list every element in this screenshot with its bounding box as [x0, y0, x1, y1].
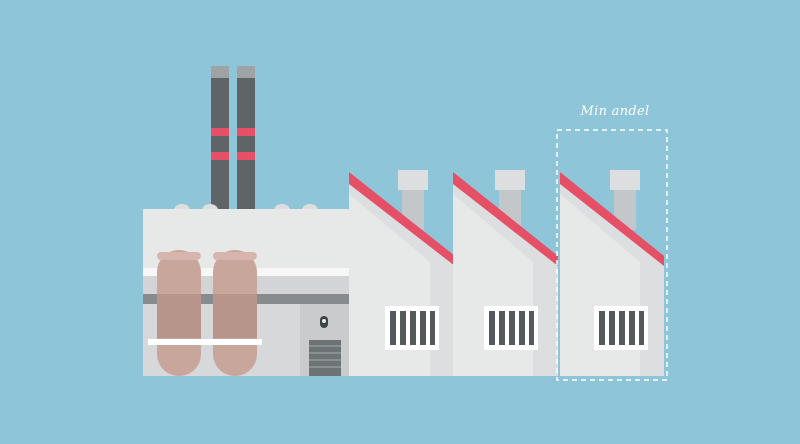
- hall-3-my-share: [560, 170, 664, 376]
- share-label: Min andel: [580, 104, 650, 119]
- window-icon: [599, 311, 644, 345]
- window-icon: [390, 311, 435, 345]
- hall-1: [349, 170, 455, 376]
- window-icon: [489, 311, 534, 345]
- smokestack-icon: [211, 66, 255, 212]
- hall-2: [453, 170, 558, 376]
- share-outline: [556, 129, 668, 381]
- tank-icon: [148, 250, 262, 376]
